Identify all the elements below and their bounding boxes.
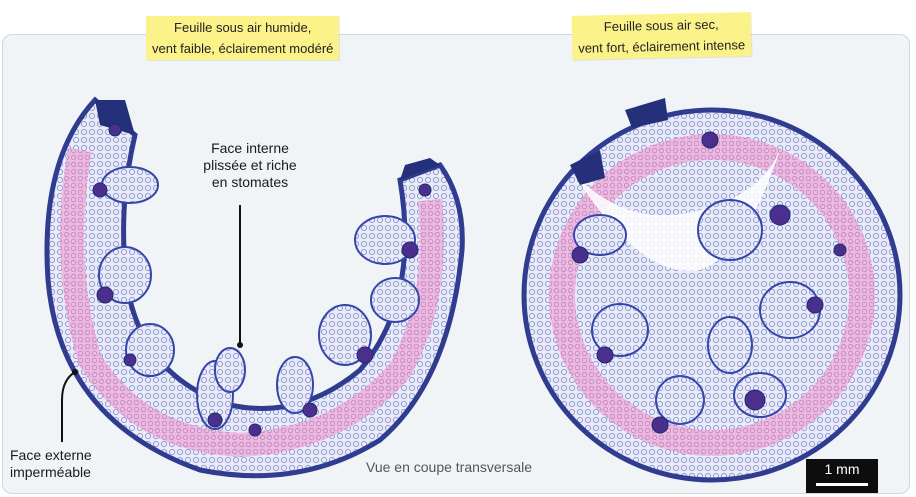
label-outer-face-line2: imperméable (10, 464, 92, 481)
scale-bar: 1 mm (806, 459, 878, 493)
label-inner-face-line2: plissée et riche (180, 157, 320, 174)
caption-humid-conditions: Feuille sous air humide, vent faible, éc… (146, 16, 339, 60)
label-view-type: Vue en coupe transversale (366, 459, 532, 476)
pointer-outer-face (62, 372, 75, 442)
label-outer-face: Face externe imperméable (10, 447, 92, 481)
scale-bar-label: 1 mm (806, 461, 878, 477)
caption-dry-conditions: Feuille sous air sec, vent fort, éclaire… (572, 12, 752, 60)
caption-humid-line1: Feuille sous air humide, (152, 17, 333, 38)
label-outer-face-line1: Face externe (10, 447, 92, 464)
caption-humid-line2: vent faible, éclairement modéré (152, 38, 333, 59)
leaf-section-dry (524, 98, 900, 480)
scale-bar-line (816, 483, 868, 486)
caption-dry-line2: vent fort, éclairement intense (578, 34, 745, 58)
label-inner-face-line3: en stomates (180, 174, 320, 191)
label-inner-face: Face interne plissée et riche en stomate… (180, 140, 320, 191)
label-inner-face-line1: Face interne (180, 140, 320, 157)
